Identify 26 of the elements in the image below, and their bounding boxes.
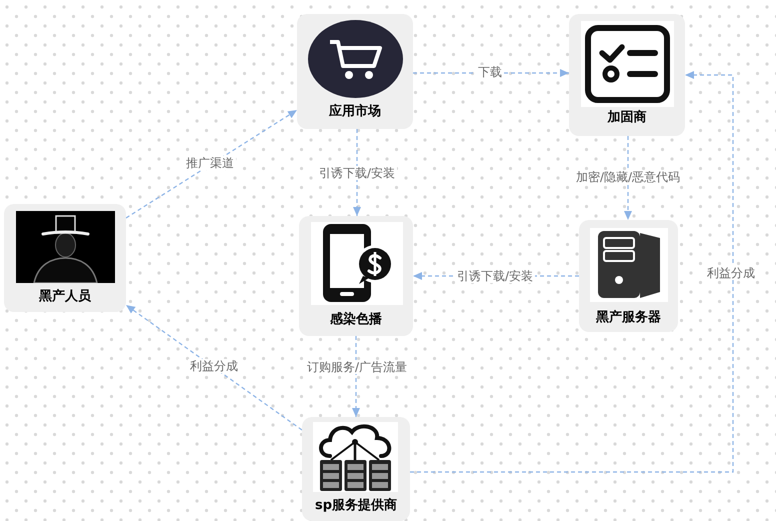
node-label: 感染色播 <box>330 312 382 328</box>
icon-card <box>297 14 413 129</box>
icon-card <box>299 216 413 336</box>
icon-card <box>4 204 126 312</box>
node-label: sp服务提供商 <box>314 498 398 514</box>
edge-label: 下载 <box>476 65 504 79</box>
icon-card <box>569 14 685 136</box>
dashed-arrow <box>126 110 298 218</box>
icon-card <box>302 417 410 521</box>
node-label: 黑产人员 <box>39 289 91 305</box>
dashed-arrow <box>624 136 632 220</box>
edge-label: 推广渠道 <box>184 156 236 170</box>
node-label: 黑产服务器 <box>596 310 661 326</box>
dashed-arrow <box>410 71 734 473</box>
dashed-arrow <box>352 336 360 417</box>
edge-label: 引诱下载/安装 <box>454 269 536 283</box>
edge-label: 利益分成 <box>188 359 240 373</box>
edge-label: 加密/隐藏/恶意代码 <box>574 170 682 184</box>
dashed-arrow <box>353 129 361 216</box>
icon-card <box>579 220 678 332</box>
node-label: 应用市场 <box>329 104 381 120</box>
edge-label: 引诱下载/安装 <box>316 166 398 180</box>
node-label: 加固商 <box>608 110 646 126</box>
edge-label: 订购服务/广告流量 <box>304 360 410 374</box>
edge-label: 利益分成 <box>705 266 757 280</box>
dashed-arrow <box>126 304 302 430</box>
